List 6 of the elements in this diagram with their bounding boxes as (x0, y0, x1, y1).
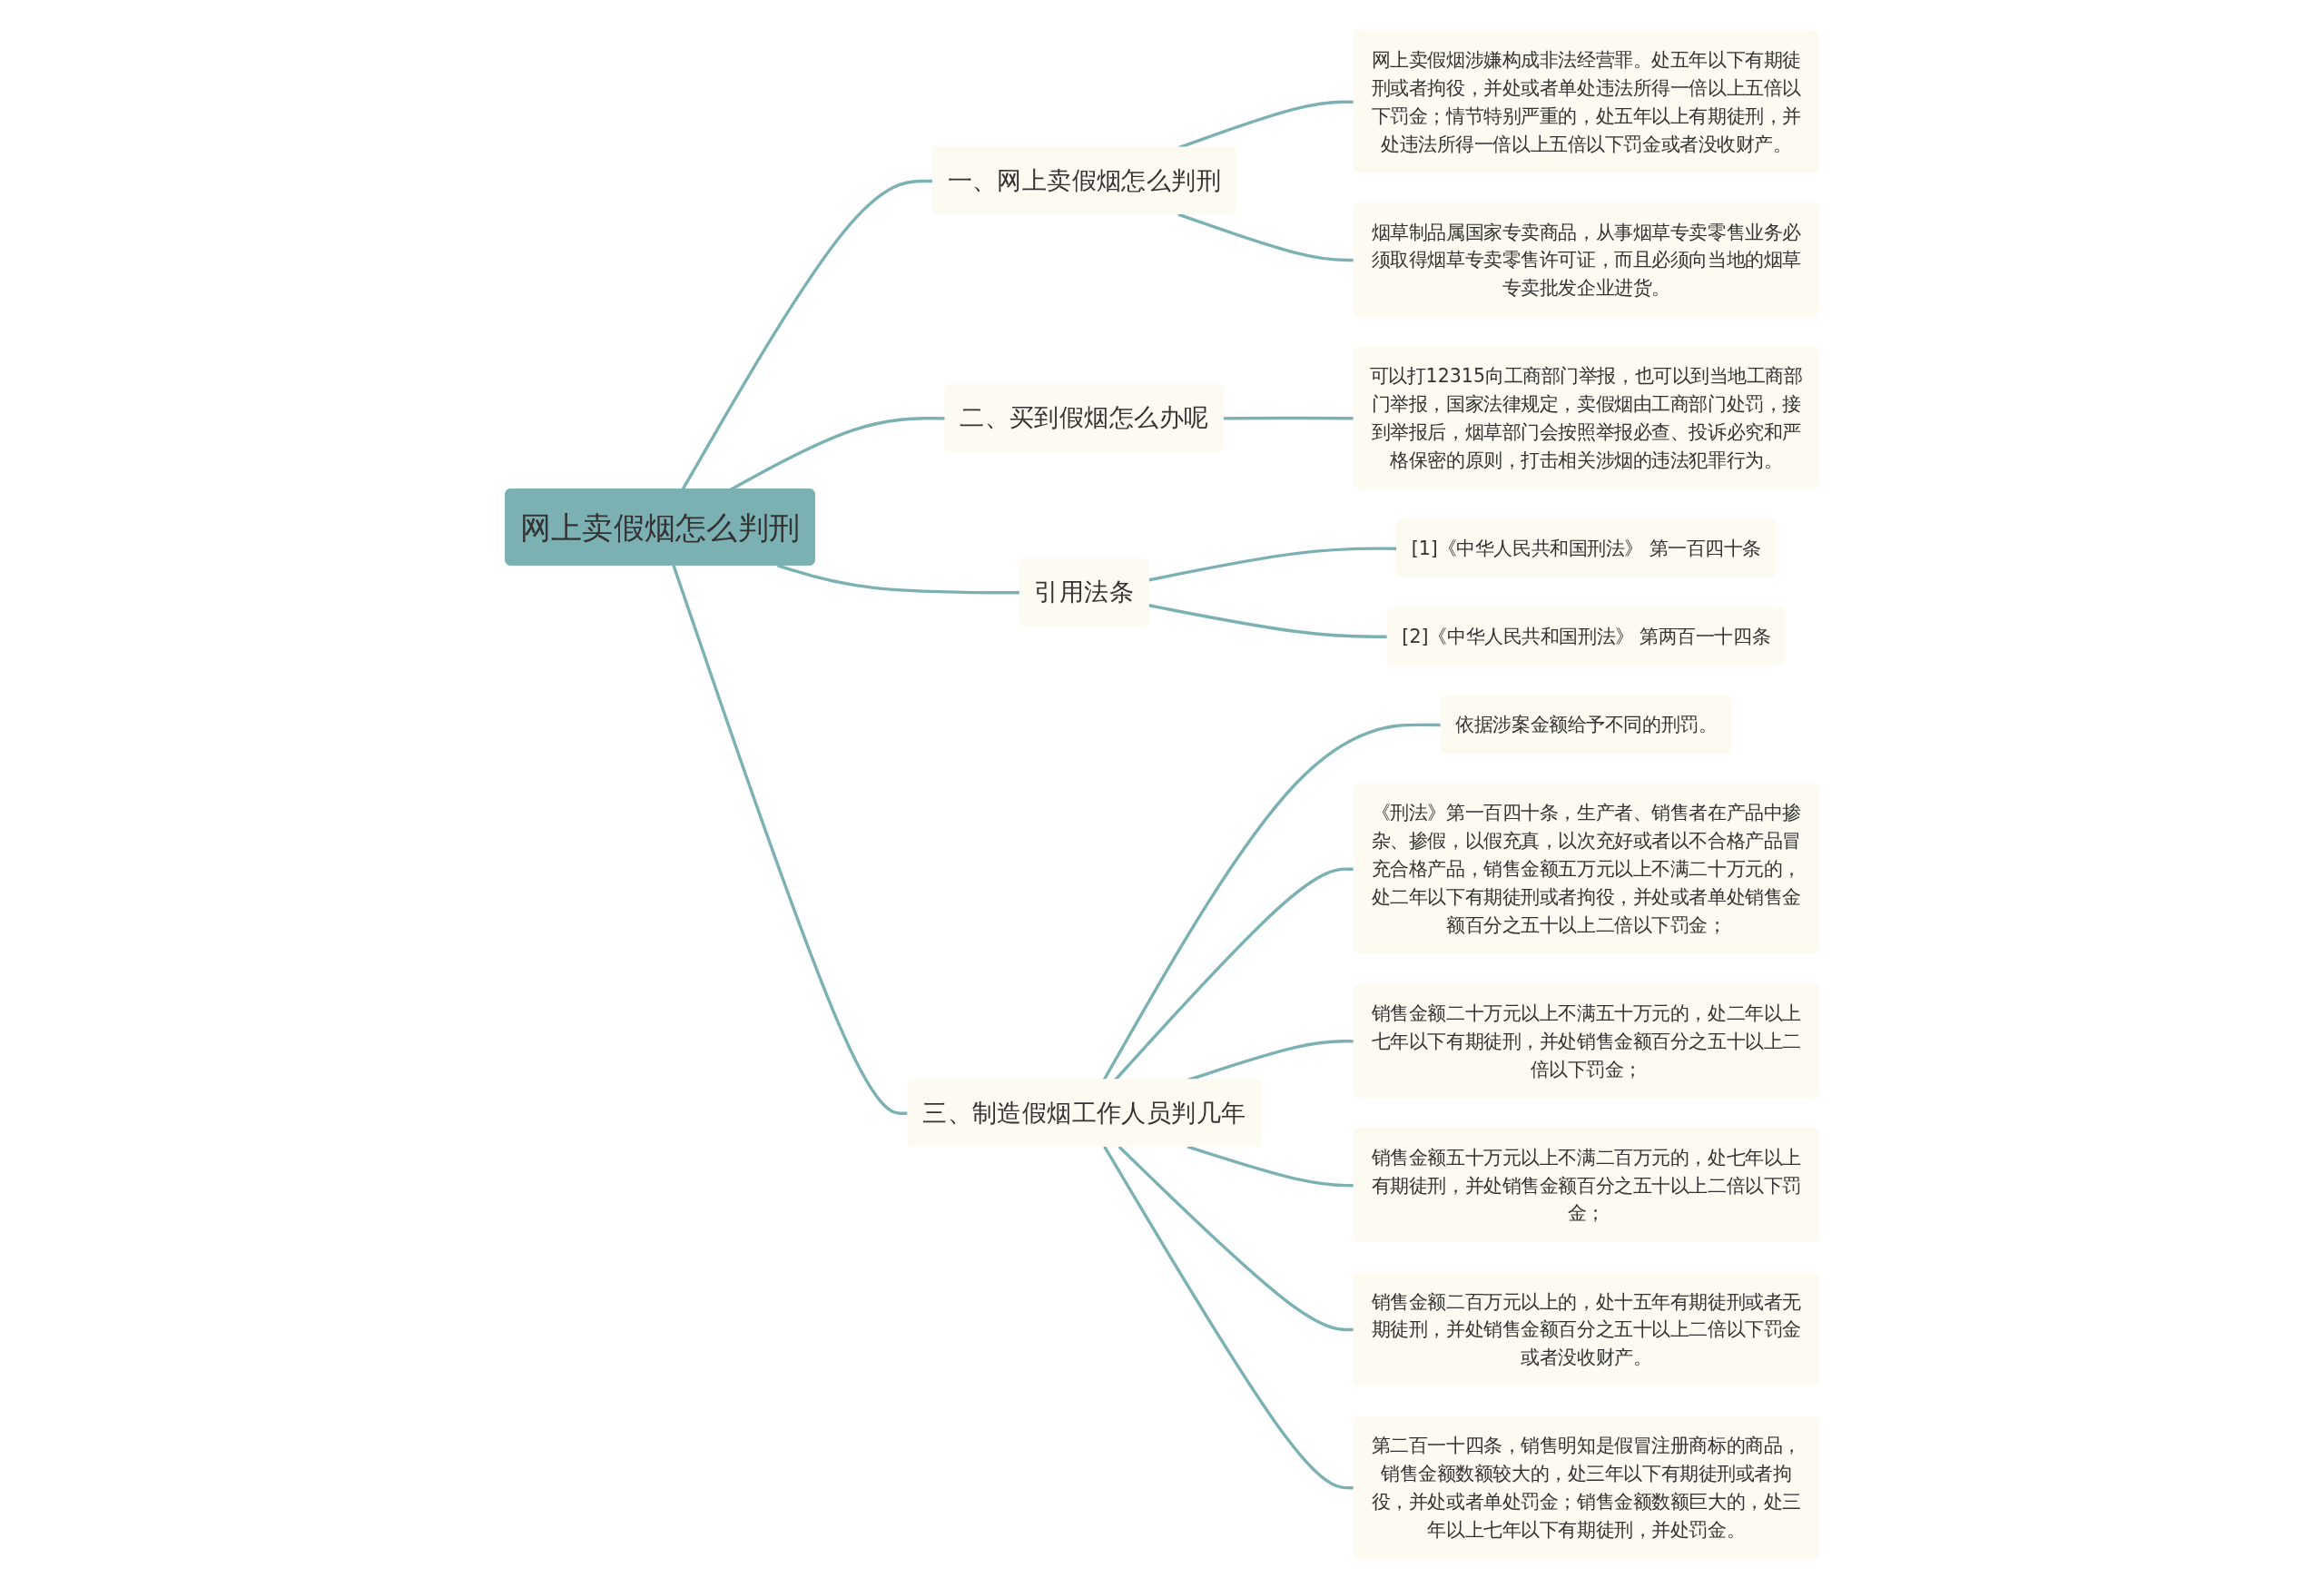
connector (1148, 603, 1388, 638)
connector (1223, 416, 1354, 420)
connector (1103, 1145, 1354, 1489)
connector (672, 564, 909, 1115)
connector (1118, 1145, 1354, 1331)
connector (1187, 1144, 1354, 1187)
